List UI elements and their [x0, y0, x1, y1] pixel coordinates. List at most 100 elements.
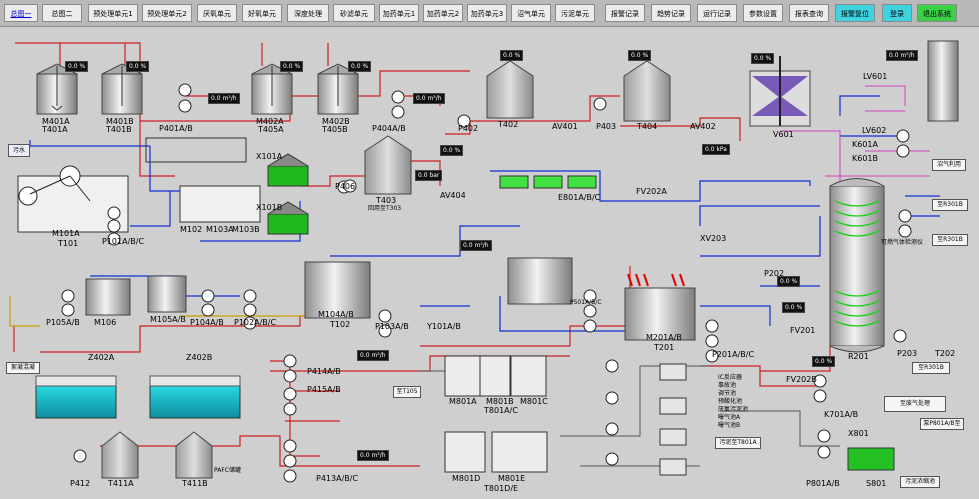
label-T401A: T401A	[42, 125, 68, 134]
tank-M105[interactable]	[147, 275, 187, 313]
tank-Z402B[interactable]	[149, 385, 241, 419]
label-P401: P401A/B	[159, 124, 193, 133]
silo-T404[interactable]	[623, 60, 671, 122]
to-R301B-2[interactable]: 至R301B	[932, 234, 968, 246]
label-K701: K701A/B	[824, 410, 859, 419]
tab-pretreat-1[interactable]: 预处理单元1	[88, 4, 138, 22]
label-T202: T202	[935, 349, 956, 358]
label-P501: P501A/B/C	[570, 299, 602, 306]
label-AV402: AV402	[690, 122, 716, 131]
tank-M106[interactable]	[85, 278, 131, 316]
dosing-rack	[145, 137, 247, 163]
label-Z402B: Z402B	[186, 353, 213, 362]
label-V601: V601	[773, 130, 794, 139]
label-reuse: 回用至T303	[368, 205, 402, 212]
hx-E801C[interactable]	[567, 175, 597, 189]
label-S801: S801	[866, 479, 887, 488]
readout-r6: 0.0 m³/h	[413, 93, 445, 104]
readout-pct3: 0.0 %	[782, 302, 806, 313]
readout-r8: 0.0 bar	[415, 170, 443, 181]
tank-M801D[interactable]	[444, 431, 486, 473]
reactor-V601[interactable]	[749, 56, 811, 127]
tab-advanced[interactable]: 深度处理	[287, 4, 329, 22]
tab-overview-2[interactable]: 总图二	[42, 4, 82, 22]
thickener-S801[interactable]	[847, 447, 895, 471]
tank-M102-M103[interactable]	[179, 185, 261, 223]
label-Y101: Y101A/B	[427, 322, 461, 331]
label-P414: P414A/B	[307, 367, 341, 376]
readout-r3: 0.0 %	[280, 61, 304, 72]
label-M402B: M402B	[322, 117, 350, 126]
tab-biogas[interactable]: 沼气单元	[511, 4, 551, 22]
tank-M801C[interactable]	[510, 355, 547, 397]
readout-r14: 0.0 m³/h	[357, 350, 389, 361]
tab-params[interactable]: 参数设置	[743, 4, 783, 22]
exit-button[interactable]: 退出系统	[917, 4, 957, 22]
filter-X101B[interactable]	[267, 201, 309, 235]
tab-sandfilter[interactable]: 砂滤单元	[333, 4, 375, 22]
tab-overview-1[interactable]: 总图一	[4, 4, 38, 22]
silo-T403[interactable]	[364, 135, 412, 195]
tank-M801E[interactable]	[491, 431, 548, 473]
hx-E801A[interactable]	[499, 175, 529, 189]
to-R301B-1[interactable]: 至R301B	[932, 199, 968, 211]
sludge-T801A-button[interactable]: 污泥至T801A	[715, 437, 761, 449]
label-M801C: M801C	[520, 397, 548, 406]
readout-r10: 0.0 %	[751, 53, 775, 64]
sewage-inlet[interactable]: 污水	[8, 144, 30, 157]
label-X101B: X101B	[256, 203, 283, 212]
alarm-reset-button[interactable]: 报警复位	[835, 4, 875, 22]
tank-top-right[interactable]	[927, 40, 959, 122]
pump-P801-button[interactable]: 泵P801A/B至	[920, 418, 964, 430]
tab-dosing-3[interactable]: 加药单元3	[467, 4, 507, 22]
to-T105-button[interactable]: 至T105	[393, 386, 421, 398]
label-P402: P402	[458, 124, 479, 133]
label-M102: M102	[180, 225, 203, 234]
label-M402A: M402A	[256, 117, 284, 126]
label-T411A: T411A	[108, 479, 134, 488]
tab-alarm-log[interactable]: 报警记录	[605, 4, 645, 22]
label-M103B: M103B	[232, 225, 260, 234]
label-P413: P413A/B/C	[316, 474, 359, 483]
readout-r5: 0.0 %	[348, 61, 372, 72]
tab-dosing-2[interactable]: 加药单元2	[423, 4, 463, 22]
silo-T411B[interactable]	[175, 431, 213, 479]
label-XV203: XV203	[700, 234, 727, 243]
biogas-use-button[interactable]: 沼气利用	[932, 159, 966, 171]
label-P404: P404A/B	[372, 124, 406, 133]
tab-dosing-1[interactable]: 加药单元1	[379, 4, 419, 22]
filter-X101A[interactable]	[267, 153, 309, 187]
readout-r2: 0.0 %	[126, 61, 150, 72]
label-T102: T102	[330, 320, 351, 329]
label-P104: P104A/B	[190, 318, 224, 327]
label-P202: P202	[764, 269, 785, 278]
tank-P501-area[interactable]	[507, 257, 573, 305]
to-biogas-treatment-button[interactable]: 至废气处理	[884, 396, 946, 412]
label-FV202A: FV202A	[636, 187, 667, 196]
hx-E801B[interactable]	[533, 175, 563, 189]
tank-Z402A[interactable]	[35, 385, 117, 419]
silo-T411A[interactable]	[101, 431, 139, 479]
label-AV404: AV404	[440, 191, 466, 200]
tank-T405A[interactable]	[251, 63, 293, 115]
tab-anaerobic[interactable]: 厌氧单元	[197, 4, 237, 22]
tab-pretreat-2[interactable]: 预处理单元2	[142, 4, 192, 22]
label-T201: T201	[654, 343, 675, 352]
tab-run-log[interactable]: 运行记录	[697, 4, 737, 22]
silo-T402[interactable]	[486, 60, 534, 119]
tab-aerobic[interactable]: 好氧单元	[242, 4, 282, 22]
label-P415: P415A/B	[307, 385, 341, 394]
tank-T201[interactable]	[624, 287, 696, 341]
tab-sludge[interactable]: 污泥单元	[555, 4, 595, 22]
top-nav-bar: 总图一 总图二 预处理单元1 预处理单元2 厌氧单元 好氧单元 深度处理 砂滤单…	[0, 0, 979, 27]
tank-M801B[interactable]	[479, 355, 511, 397]
readout-r11: 0.0 m³/h	[886, 50, 918, 61]
tab-trend[interactable]: 趋势记录	[651, 4, 691, 22]
to-R301B-3[interactable]: 至R301B	[912, 362, 950, 374]
tower-R201[interactable]	[829, 178, 885, 353]
tank-T102[interactable]	[304, 261, 371, 319]
login-button[interactable]: 登录	[882, 4, 912, 22]
readout-r12: 0.0 m³/h	[460, 240, 492, 251]
tab-reports[interactable]: 报表查询	[789, 4, 829, 22]
label-M801B: M801B	[486, 397, 514, 406]
